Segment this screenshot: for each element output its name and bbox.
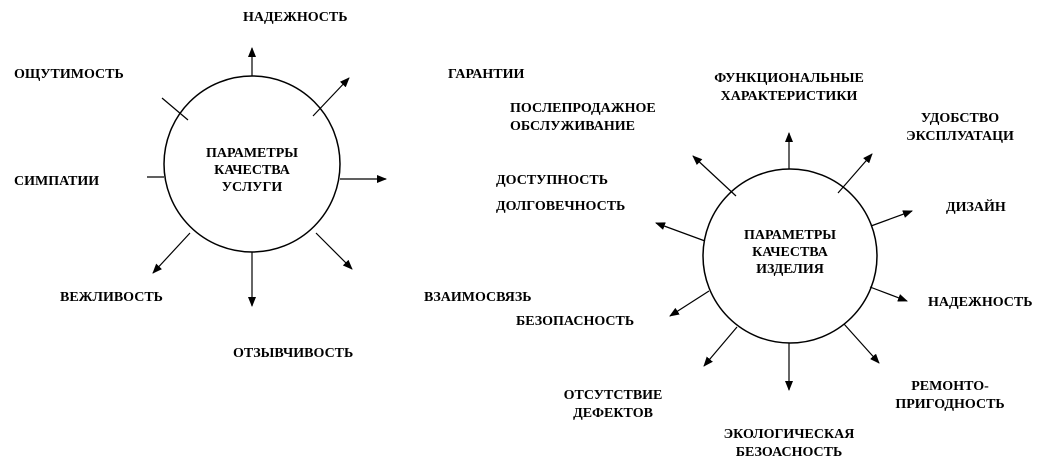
label-service-reliability: НАДЕЖНОСТЬ [243,10,348,25]
label-product-reliability: НАДЕЖНОСТЬ [928,295,1033,310]
label-design: ДИЗАЙН [946,200,1006,215]
label-no-defects: ОТСУТСТВИЕ ДЕФЕКТОВ [563,388,663,421]
arrow-to-repairability [843,323,880,364]
arrow-to-reliability-p [869,286,908,302]
label-sympathy: СИМПАТИИ [14,174,100,189]
arrow-to-no-defects [703,326,738,367]
label-after-sales: ПОСЛЕПРОДАЖНОЕ ОБСЛУЖИВАНИЕ [510,101,656,134]
arrow-to-durability [655,222,706,242]
arrow-to-guarantees [312,77,350,117]
label-safety: БЕЗОПАСНОСТЬ [516,314,635,329]
product-center-title: ПАРАМЕТРЫ КАЧЕСТВА ИЗДЕЛИЯ [743,228,837,277]
label-accessibility: ДОСТУПНОСТЬ [496,173,608,188]
label-responsiveness: ОТЗЫВЧИВОСТЬ [233,346,354,361]
product-circle [702,168,878,344]
arrow-to-safety [669,290,710,317]
label-durability: ДОЛГОВЕЧНОСТЬ [496,199,626,214]
arrow-to-politeness [152,232,191,274]
line-to-tangibility [161,97,189,121]
service-connectors [147,47,387,307]
product-connectors [655,132,913,391]
service-center-title: ПАРАМЕТРЫ КАЧЕСТВА УСЛУГИ [205,146,299,195]
label-functional: ФУНКЦИОНАЛЬНЫЕ ХАРАКТЕРИСТИКИ [714,71,864,104]
label-usability: УДОБСТВО ЭКСПЛУАТАЦИ [906,111,1014,144]
label-guarantees: ГАРАНТИИ [448,67,525,82]
label-repairability: РЕМОНТО- ПРИГОДНОСТЬ [895,379,1005,412]
label-interconnection: ВЗАИМОСВЯЗЬ [424,290,532,305]
arrow-to-lower-right [315,232,353,270]
label-ecological: ЭКОЛОГИЧЕСКАЯ БЕЗОАСНОСТЬ [723,427,855,460]
label-tangibility: ОЩУТИМОСТЬ [14,67,124,82]
arrow-to-design [870,210,913,227]
label-politeness: ВЕЖЛИВОСТЬ [60,290,163,305]
arrow-to-usability [837,153,873,194]
arrow-to-accessibility [692,155,737,197]
